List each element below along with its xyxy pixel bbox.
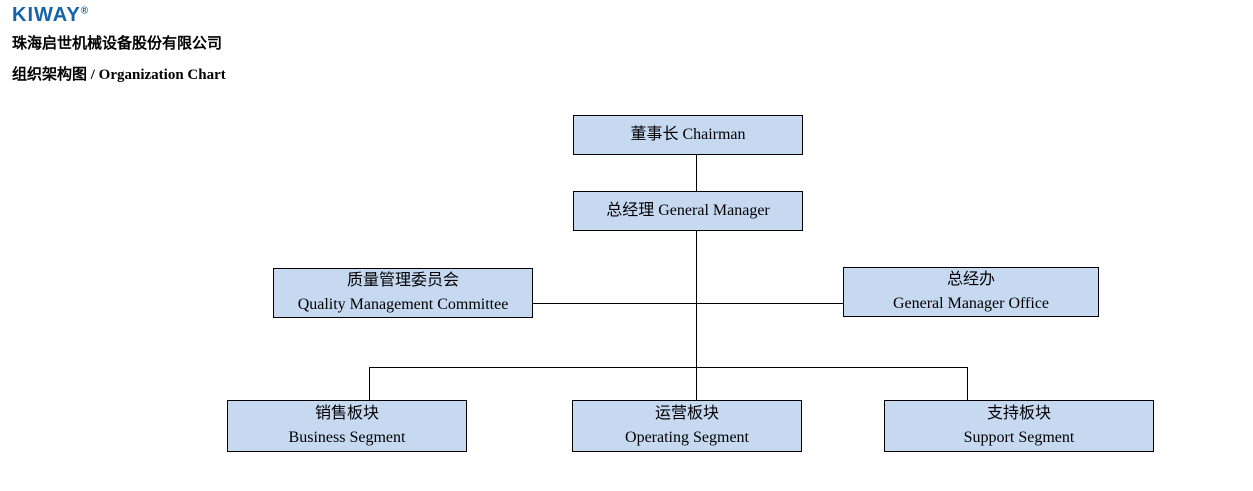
org-node-label: 董事长 Chairman: [630, 126, 746, 143]
org-node-label-cn: 总经办: [946, 271, 995, 288]
connector-chairman-to-gm: [696, 155, 697, 192]
org-node-label-cn: 支持板块: [986, 405, 1051, 422]
connector-qmc-to-gmo: [533, 303, 843, 304]
org-node-label: 总经理 General Manager: [606, 202, 770, 219]
org-node-business-segment: 销售板块 Business Segment: [227, 400, 467, 452]
logo-text: KIWAY: [12, 4, 81, 26]
org-node-general-manager-office: 总经办 General Manager Office: [843, 267, 1099, 317]
org-node-label-en: Operating Segment: [625, 429, 749, 446]
company-name: 珠海启世机械设备股份有限公司: [12, 36, 223, 52]
connector-drop-support: [967, 367, 968, 400]
org-node-label-en: Support Segment: [963, 429, 1075, 446]
org-node-support-segment: 支持板块 Support Segment: [884, 400, 1154, 452]
connector-gm-spine: [696, 231, 697, 400]
registered-trademark-icon: ®: [80, 5, 89, 17]
org-node-label-cn: 运营板块: [654, 405, 719, 422]
connector-segments-rail: [369, 367, 968, 368]
org-node-label-cn: 销售板块: [314, 405, 379, 422]
connector-drop-business: [369, 367, 370, 400]
org-node-operating-segment: 运营板块 Operating Segment: [572, 400, 802, 452]
org-node-label-en: Quality Management Committee: [297, 296, 509, 313]
org-node-label-en: Business Segment: [288, 429, 406, 446]
org-node-label-cn: 质量管理委员会: [346, 272, 459, 289]
org-node-quality-management-committee: 质量管理委员会 Quality Management Committee: [273, 268, 533, 318]
org-node-chairman: 董事长 Chairman: [573, 115, 803, 155]
company-logo: KIWAY®: [12, 4, 88, 27]
page-title: 组织架构图 / Organization Chart: [12, 67, 226, 83]
org-node-general-manager: 总经理 General Manager: [573, 191, 803, 231]
org-node-label-en: General Manager Office: [892, 295, 1050, 312]
